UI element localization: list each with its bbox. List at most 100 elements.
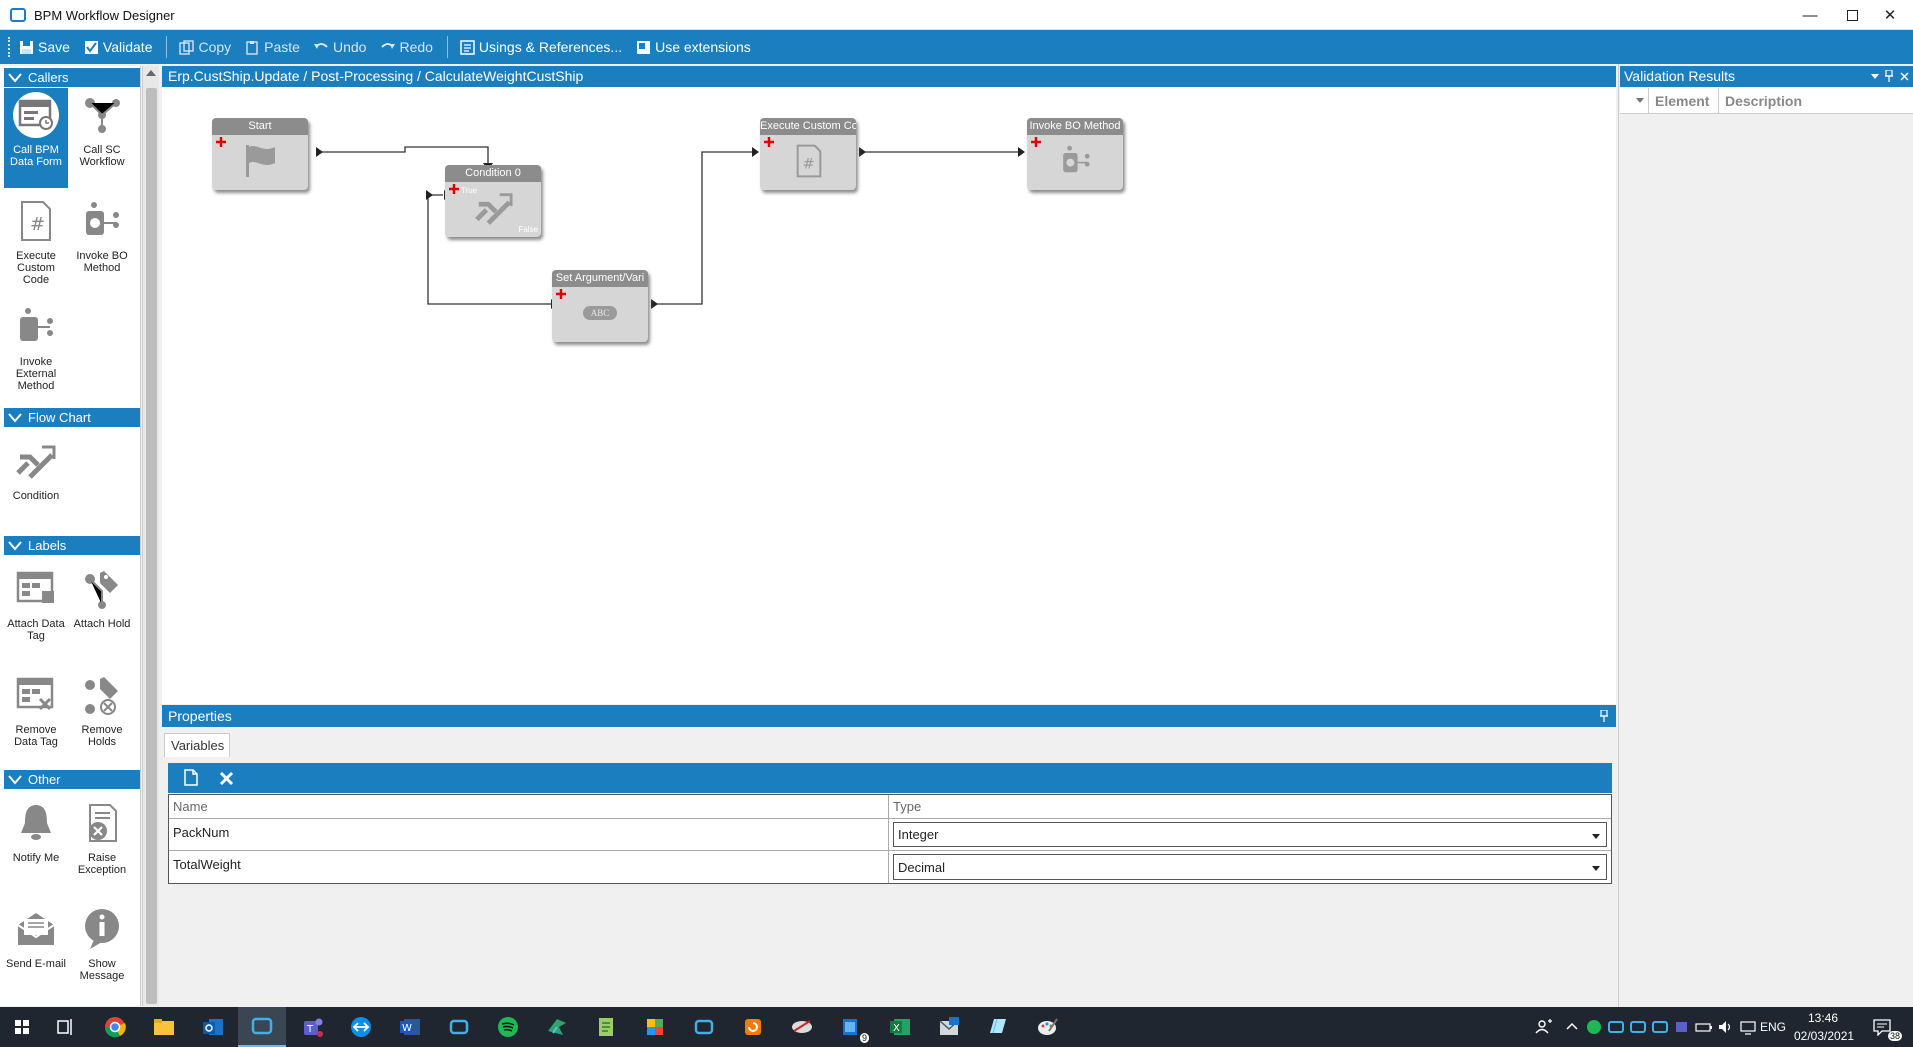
workflow-canvas[interactable]: Start Condition 0 True False Set Argumen… bbox=[162, 87, 1616, 704]
palette-item-raise-exception[interactable]: Raise Exception bbox=[70, 796, 134, 896]
palette-item-invoke-bo-method[interactable]: Invoke BO Method bbox=[70, 194, 134, 294]
variable-name-cell[interactable]: PackNum bbox=[169, 819, 889, 850]
toolbar-grip[interactable] bbox=[8, 37, 11, 57]
palette-item-attach-hold[interactable]: Attach Hold bbox=[70, 562, 134, 662]
palette-section-other[interactable]: Other bbox=[4, 770, 140, 789]
excel-icon[interactable]: X bbox=[886, 1013, 914, 1041]
app-window-icon[interactable] bbox=[690, 1013, 718, 1041]
node-set-argument[interactable]: Set Argument/Vari ABC bbox=[552, 270, 648, 342]
minimize-button[interactable]: — bbox=[1802, 6, 1818, 24]
undo-button[interactable]: Undo bbox=[313, 39, 366, 55]
palette-section-flow-chart[interactable]: Flow Chart bbox=[4, 408, 140, 427]
use-extensions-button[interactable]: Use extensions bbox=[636, 39, 751, 55]
column-header-name[interactable]: Name bbox=[169, 795, 889, 818]
palette-item-call-bpm-data-form[interactable]: Call BPM Data Form bbox=[4, 88, 68, 188]
table-row[interactable]: TotalWeight Decimal bbox=[169, 851, 1611, 883]
palette-item-remove-holds[interactable]: Remove Holds bbox=[70, 668, 134, 768]
plus-icon[interactable] bbox=[1031, 137, 1041, 147]
palette-item-attach-data-tag[interactable]: Attach Data Tag bbox=[4, 562, 68, 662]
type-select[interactable]: Decimal bbox=[893, 854, 1607, 880]
bpm-designer-taskbar-button[interactable] bbox=[238, 1007, 286, 1047]
word-icon[interactable]: W bbox=[396, 1013, 424, 1041]
chevron-down-icon bbox=[8, 540, 22, 551]
app-tray-icon[interactable] bbox=[1628, 1013, 1648, 1041]
app-window-icon[interactable] bbox=[445, 1013, 473, 1041]
variable-name-cell[interactable]: TotalWeight bbox=[169, 851, 889, 883]
redo-button[interactable]: Redo bbox=[380, 39, 433, 55]
new-document-icon[interactable] bbox=[184, 769, 198, 786]
delete-x-icon[interactable] bbox=[219, 771, 234, 786]
file-explorer-icon[interactable] bbox=[150, 1013, 178, 1041]
close-icon[interactable] bbox=[1900, 72, 1909, 81]
tab-variables[interactable]: Variables bbox=[164, 733, 230, 757]
node-condition[interactable]: Condition 0 True False bbox=[445, 165, 541, 237]
windows-start-icon[interactable] bbox=[8, 1013, 36, 1041]
palette-item-execute-custom-code[interactable]: # Execute Custom Code bbox=[4, 194, 68, 294]
plus-icon[interactable] bbox=[764, 137, 774, 147]
dropdown-icon[interactable] bbox=[1871, 74, 1879, 79]
task-view-icon[interactable] bbox=[52, 1013, 80, 1041]
validate-button[interactable]: Validate bbox=[84, 39, 152, 55]
method-icon bbox=[1057, 142, 1095, 180]
app-tray-icon[interactable] bbox=[1650, 1013, 1670, 1041]
column-header-type[interactable]: Type bbox=[893, 799, 922, 814]
palette-section-callers[interactable]: Callers bbox=[4, 68, 140, 87]
type-select[interactable]: Integer bbox=[893, 822, 1607, 847]
palette-item-invoke-external-method[interactable]: Invoke External Method bbox=[4, 300, 68, 400]
node-start[interactable]: Start bbox=[212, 118, 308, 190]
copy-button[interactable]: Copy bbox=[179, 39, 231, 55]
palette-section-labels[interactable]: Labels bbox=[4, 536, 140, 555]
palette-item-call-sc-workflow[interactable]: Call SC Workflow bbox=[70, 88, 134, 188]
palette-item-notify-me[interactable]: Notify Me bbox=[4, 796, 68, 896]
palette-item-remove-data-tag[interactable]: Remove Data Tag bbox=[4, 668, 68, 768]
filter-icon[interactable] bbox=[1636, 98, 1644, 103]
palette-item-show-message[interactable]: Show Message bbox=[70, 902, 134, 1002]
outlook-calendar-taskbar-button[interactable]: 9 bbox=[837, 1013, 869, 1043]
tray-overflow-chevron-up-icon[interactable] bbox=[1562, 1013, 1582, 1041]
palette-item-send-email[interactable]: Send E-mail bbox=[4, 902, 68, 1002]
maximize-button[interactable] bbox=[1829, 0, 1875, 30]
language-indicator[interactable]: ENG bbox=[1760, 1020, 1787, 1034]
orange-app-icon[interactable] bbox=[739, 1013, 767, 1041]
column-header-description[interactable]: Description bbox=[1718, 88, 1913, 114]
teamviewer-icon[interactable] bbox=[347, 1013, 375, 1041]
spotify-icon[interactable] bbox=[494, 1013, 522, 1041]
snipping-tool-icon[interactable] bbox=[788, 1013, 816, 1041]
clock-time[interactable]: 13:46 bbox=[1808, 1011, 1839, 1025]
pin-icon[interactable] bbox=[1885, 70, 1893, 82]
clock-date[interactable]: 02/03/2021 bbox=[1794, 1029, 1855, 1043]
close-button[interactable]: ✕ bbox=[1883, 7, 1897, 24]
palette-scrollbar[interactable] bbox=[142, 66, 159, 1006]
notepad-icon[interactable] bbox=[592, 1013, 620, 1041]
usings-references-button[interactable]: Usings & References... bbox=[460, 39, 622, 55]
table-row[interactable]: PackNum Integer bbox=[169, 819, 1611, 851]
chrome-icon[interactable] bbox=[101, 1013, 129, 1041]
plus-icon[interactable] bbox=[556, 289, 566, 299]
multi-app-icon[interactable] bbox=[641, 1013, 669, 1041]
network-icon[interactable] bbox=[1738, 1013, 1758, 1041]
people-icon[interactable] bbox=[1530, 1013, 1558, 1041]
spotify-tray-icon[interactable] bbox=[1584, 1013, 1604, 1041]
paint-icon[interactable] bbox=[1033, 1013, 1061, 1041]
palette-item-condition[interactable]: Condition bbox=[4, 434, 68, 514]
plus-icon[interactable] bbox=[449, 184, 459, 194]
battery-icon[interactable] bbox=[1694, 1013, 1714, 1041]
app-tray-icon[interactable] bbox=[1606, 1013, 1626, 1041]
node-invoke-bo-method[interactable]: Invoke BO Method bbox=[1027, 118, 1123, 190]
pin-icon[interactable] bbox=[1600, 710, 1608, 722]
save-button[interactable]: Save bbox=[19, 39, 70, 55]
email-viewer-icon[interactable] bbox=[935, 1013, 963, 1041]
notes-icon[interactable] bbox=[984, 1013, 1012, 1041]
scrollbar-thumb[interactable] bbox=[146, 88, 157, 1004]
column-header-element[interactable]: Element bbox=[1648, 88, 1718, 114]
bird-app-icon[interactable] bbox=[543, 1013, 571, 1041]
teams-tray-icon[interactable] bbox=[1672, 1013, 1692, 1041]
paste-button[interactable]: Paste bbox=[245, 39, 300, 55]
action-center-button[interactable]: 38 bbox=[1868, 1013, 1902, 1041]
outlook-icon[interactable] bbox=[199, 1013, 227, 1041]
plus-icon[interactable] bbox=[216, 137, 226, 147]
scroll-up-icon[interactable] bbox=[146, 70, 156, 76]
node-execute-custom-code[interactable]: Execute Custom Co # bbox=[760, 118, 856, 190]
teams-icon[interactable]: T bbox=[298, 1013, 326, 1041]
volume-icon[interactable] bbox=[1716, 1013, 1736, 1041]
